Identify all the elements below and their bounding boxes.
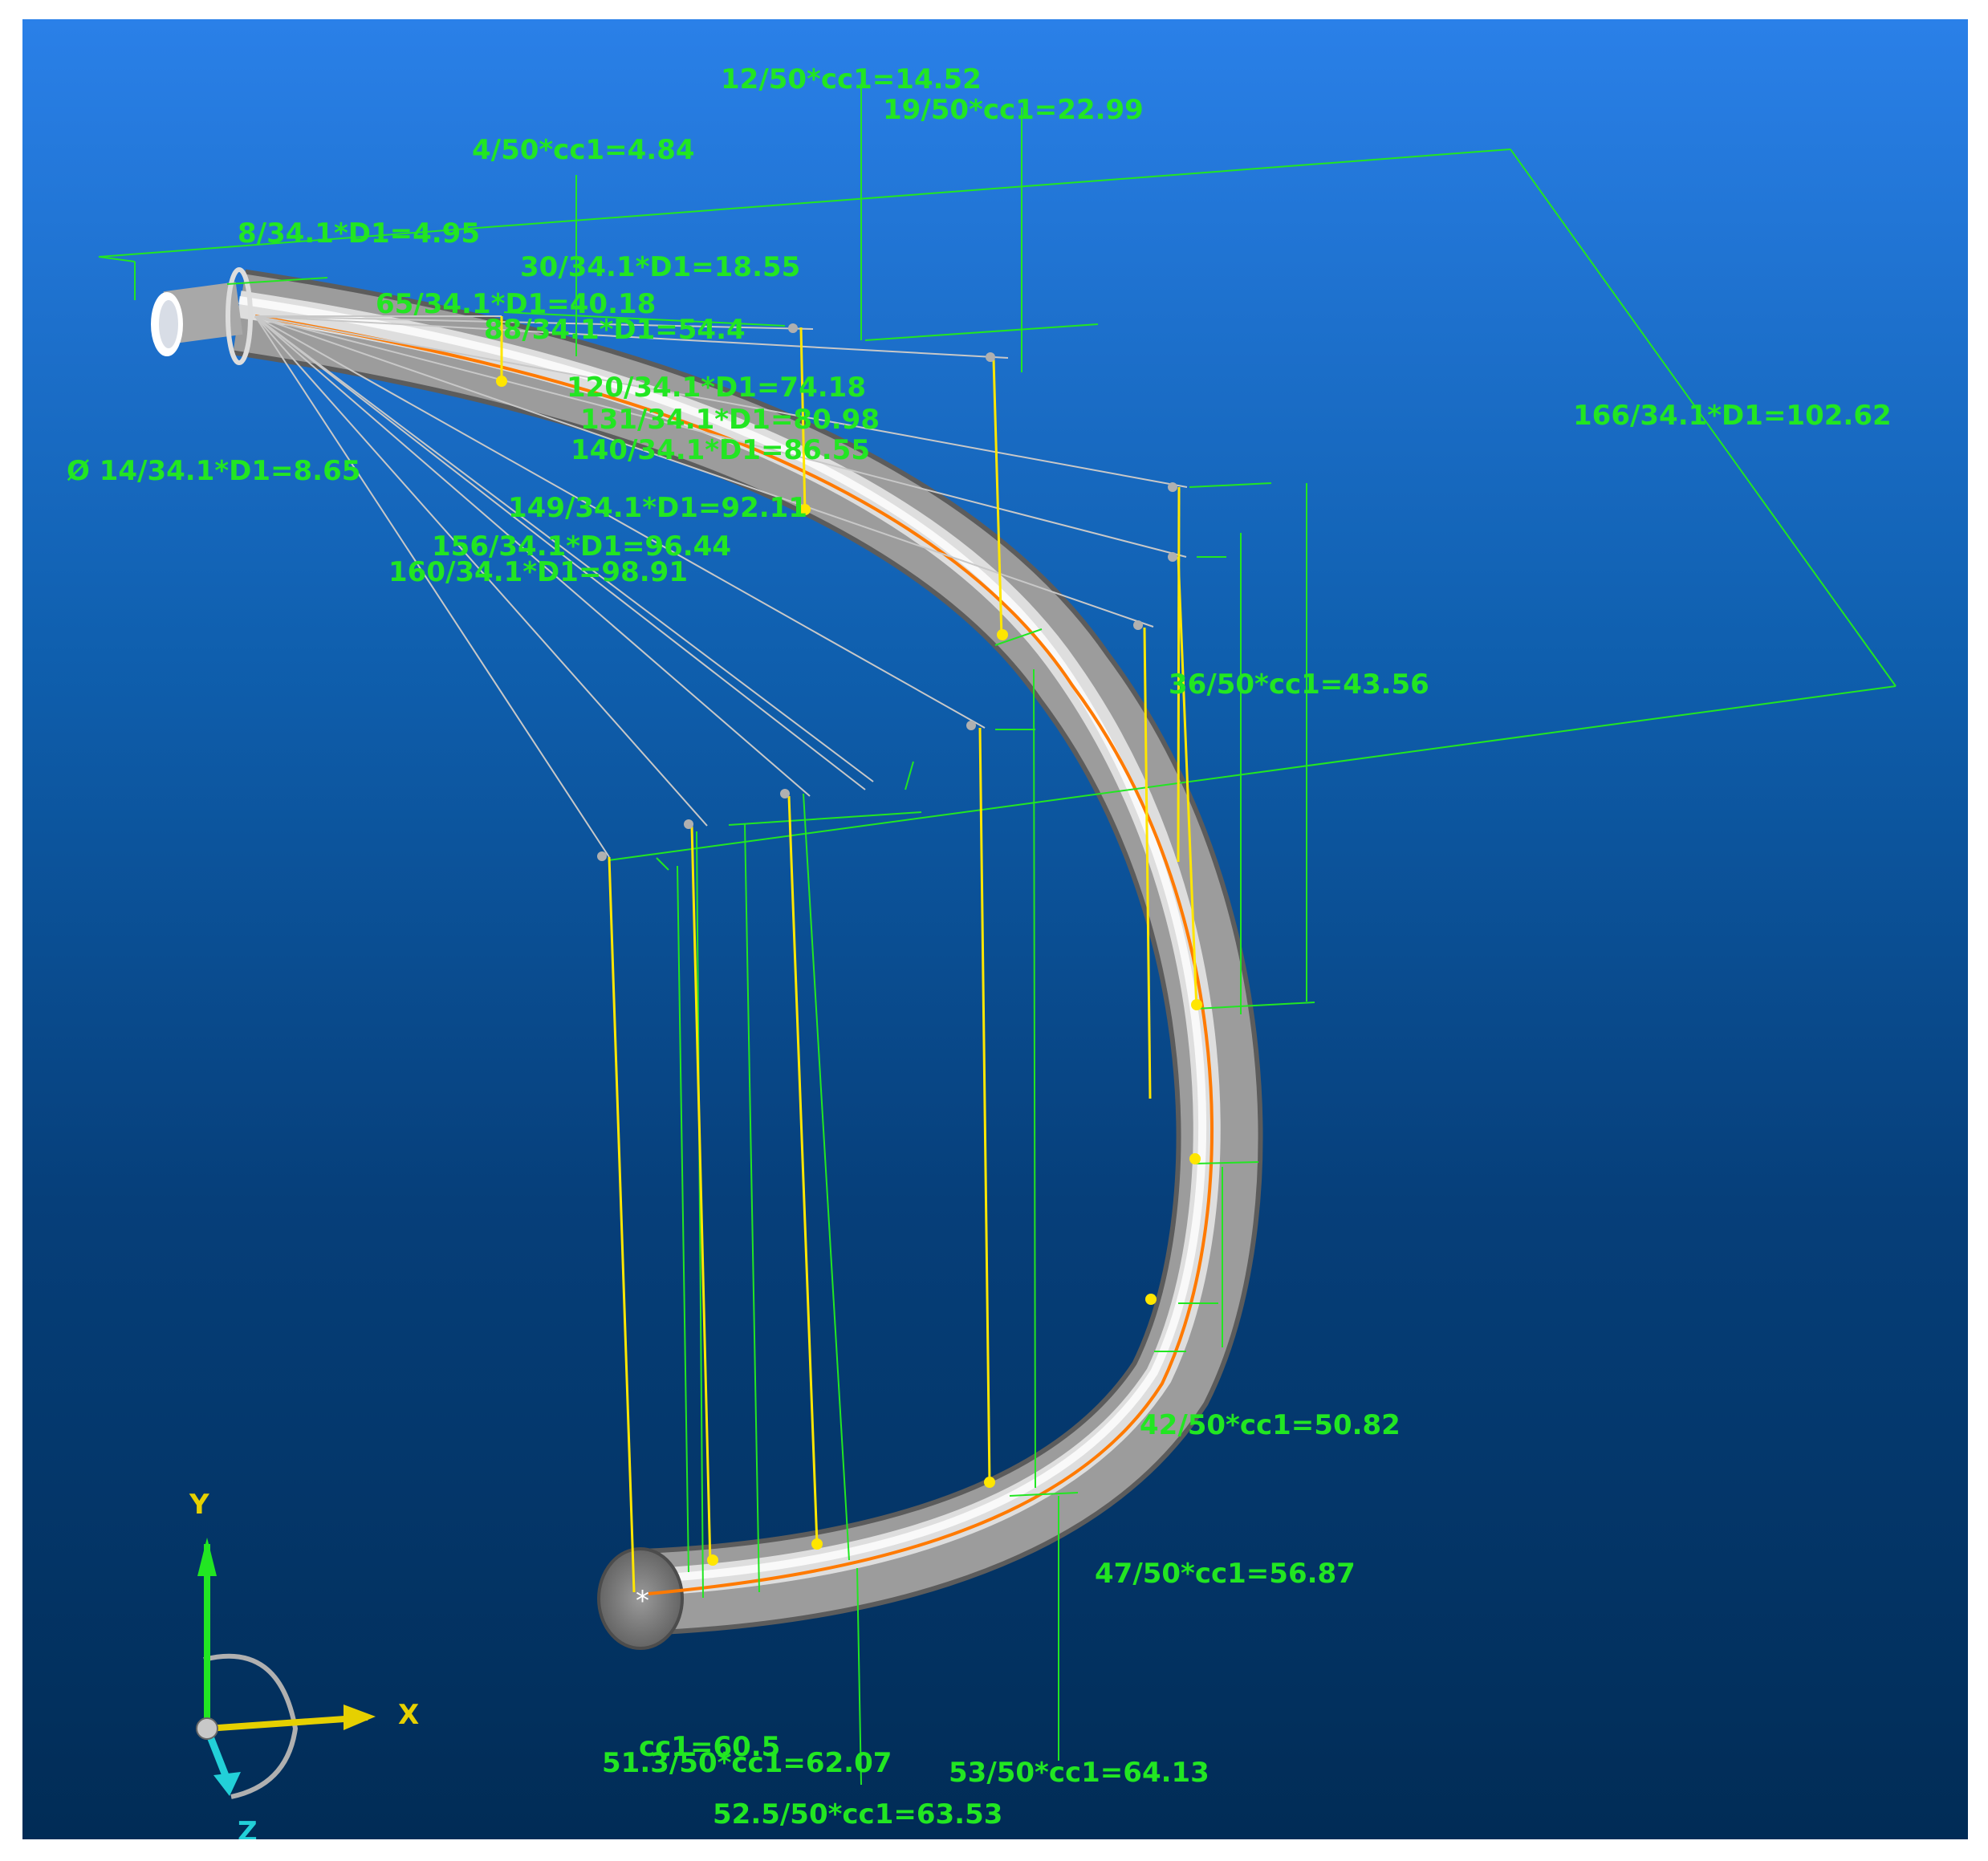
dim-label: 4/50*cc1=4.84 <box>472 134 695 166</box>
triad-arc <box>203 1653 299 1799</box>
dimension-labels: 12/50*cc1=14.52 19/50*cc1=22.99 4/50*cc1… <box>67 63 1892 1831</box>
start-marker: * <box>636 1585 649 1617</box>
triad-x-label: X <box>398 1699 419 1731</box>
dim-label: 160/34.1*D1=98.91 <box>388 556 688 588</box>
dimension-lines <box>98 83 1897 1786</box>
dim-label: 30/34.1*D1=18.55 <box>520 251 800 283</box>
tube-flange <box>226 267 253 365</box>
dim-label: 131/34.1*D1=80.98 <box>580 404 880 436</box>
construction-lines <box>500 316 1198 1593</box>
triad-z-arrow <box>213 1772 241 1796</box>
dim-label: 149/34.1*D1=92.11 <box>508 492 807 524</box>
tube-highlight-core <box>238 296 1206 1583</box>
bent-tube[interactable] <box>151 267 1263 1650</box>
dim-label: 51.3/50*cc1=62.07 <box>602 1747 892 1779</box>
tube-open-end-inner <box>159 300 178 348</box>
axis-triad: Y X Z <box>189 1489 419 1839</box>
dim-label: 156/34.1*D1=96.44 <box>432 530 731 563</box>
dim-label: 120/34.1*D1=74.18 <box>567 372 866 404</box>
dim-label: 36/50*cc1=43.56 <box>1169 668 1429 701</box>
triad-y-label: Y <box>189 1489 209 1521</box>
marker-ends <box>597 323 1177 861</box>
tube-end-cap <box>597 1547 684 1650</box>
dim-label: cc1=60.5 <box>639 1731 780 1763</box>
dim-label: 19/50*cc1=22.99 <box>883 94 1144 126</box>
triad-y-arrow <box>197 1538 217 1576</box>
dim-label: 88/34.1*D1=54.4 <box>484 314 746 346</box>
triad-z-label: Z <box>238 1816 258 1839</box>
triad-x-arrow <box>344 1705 376 1730</box>
triad-x-axis <box>206 1714 368 1732</box>
dim-label: 52.5/50*cc1=63.53 <box>713 1798 1002 1831</box>
model-scene[interactable]: * 12/50*cc1=14.52 19/50*cc1=22.99 4/50*c… <box>22 19 1968 1839</box>
dim-label: 65/34.1*D1=40.18 <box>376 288 656 320</box>
triad-origin <box>196 1717 218 1740</box>
markers <box>496 376 1202 1566</box>
dim-label: 12/50*cc1=14.52 <box>721 63 982 95</box>
dim-label: Ø 14/34.1*D1=8.65 <box>67 455 360 487</box>
dim-label: 42/50*cc1=50.82 <box>1140 1409 1401 1441</box>
dim-label: 166/34.1*D1=102.62 <box>1573 400 1892 432</box>
3d-viewport[interactable]: * 12/50*cc1=14.52 19/50*cc1=22.99 4/50*c… <box>22 19 1968 1839</box>
dim-label: 8/34.1*D1=4.95 <box>238 217 480 250</box>
leader-lines <box>254 315 1188 858</box>
dim-label: 47/50*cc1=56.87 <box>1095 1558 1356 1590</box>
dim-label: 140/34.1*D1=86.55 <box>571 434 870 466</box>
dim-label: 53/50*cc1=64.13 <box>949 1757 1209 1789</box>
